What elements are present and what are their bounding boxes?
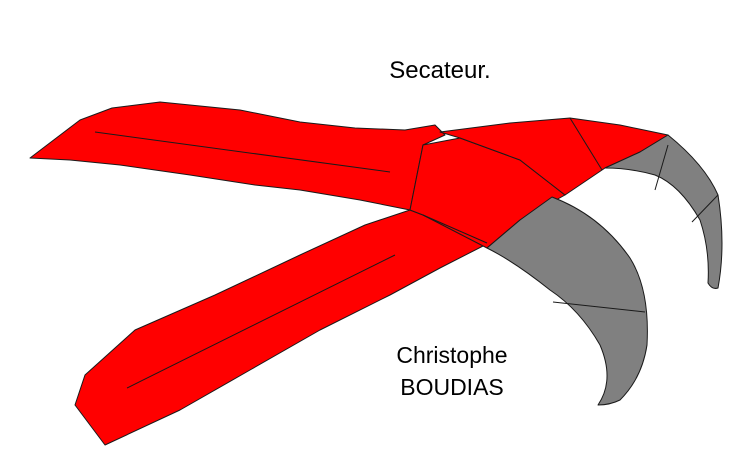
large-blade-seam — [552, 301, 646, 313]
pivot-seam — [422, 214, 488, 244]
upper-handle — [29, 101, 446, 211]
author-first-name: Christophe — [396, 342, 507, 368]
lower-handle-groove — [126, 254, 396, 389]
large-blade — [486, 196, 648, 406]
lower-handle — [74, 209, 486, 446]
small-blade — [604, 134, 723, 289]
small-blade-seam-1 — [654, 144, 669, 191]
upper-jaw-seam — [569, 117, 603, 171]
small-blade-seam-2 — [691, 194, 719, 223]
author-last-name: BOUDIAS — [400, 374, 504, 400]
drawing-title: Secateur. — [389, 57, 490, 84]
upper-handle-groove — [94, 131, 391, 173]
